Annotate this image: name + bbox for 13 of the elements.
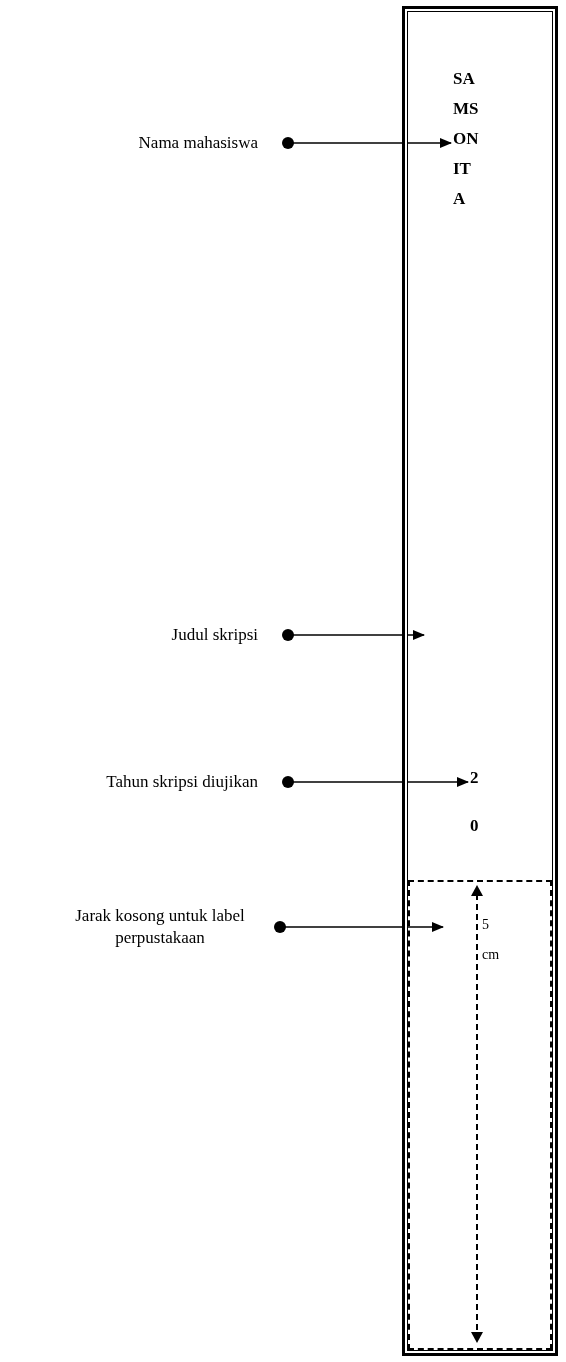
callout-label: Nama mahasiswa bbox=[73, 132, 258, 154]
spine-name-text: SA MS ON IT A bbox=[453, 64, 480, 214]
callout-label: Judul skripsi bbox=[140, 624, 258, 646]
leader-arrow bbox=[282, 776, 469, 788]
leader-arrow bbox=[282, 137, 452, 149]
dimension-label: 5 cm bbox=[482, 916, 501, 964]
callout-label: Tahun skripsi diujikan bbox=[8, 771, 258, 793]
leader-arrow bbox=[282, 629, 425, 641]
label-space-box bbox=[408, 880, 552, 1350]
spine-year-text: 2 0 bbox=[470, 754, 486, 850]
callout-label: Jarak kosong untuk label perpustakaan bbox=[70, 905, 250, 949]
leader-arrow bbox=[274, 921, 444, 933]
book-spine bbox=[402, 6, 558, 1356]
